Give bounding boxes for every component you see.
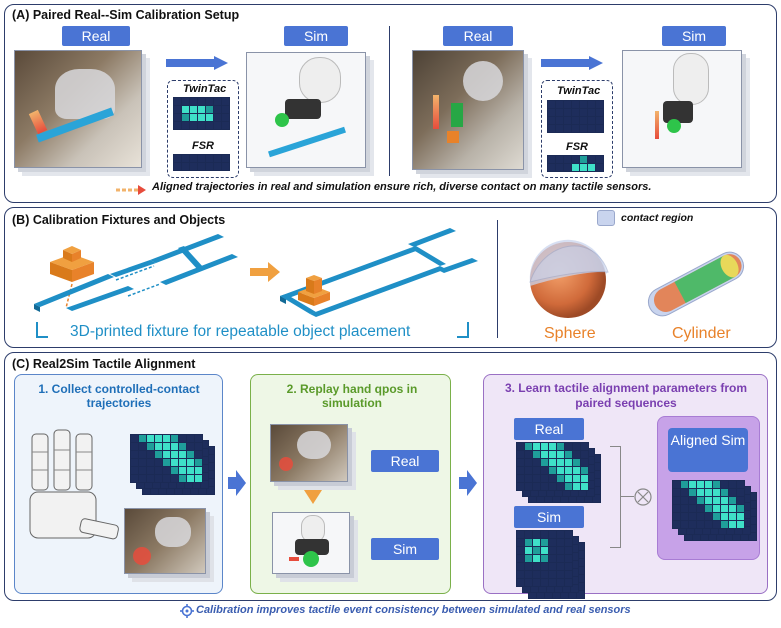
panel-a-title: (A) Paired Real--Sim Calibration Setup bbox=[12, 8, 240, 22]
contact-region-legend-swatch bbox=[597, 210, 615, 226]
step2-sim-photo-stack bbox=[272, 512, 350, 574]
fixture-illustration bbox=[34, 228, 478, 317]
panel-b-title: (B) Calibration Fixtures and Objects bbox=[12, 213, 226, 227]
sim-photo-right bbox=[622, 50, 742, 168]
sim-photo-left bbox=[246, 52, 366, 168]
twintac-label-left: TwinTac bbox=[183, 83, 227, 95]
step2-title: 2. Replay hand qpos in simulation bbox=[286, 382, 418, 410]
fsr-label-left: FSR bbox=[192, 140, 214, 152]
twintac-grid-right bbox=[547, 100, 604, 133]
twintac-label-right: TwinTac bbox=[557, 85, 601, 97]
step3-title: 3. Learn tactile alignment parameters fr… bbox=[504, 381, 748, 410]
fixture-assembled bbox=[280, 228, 478, 317]
fixture-bracket-left bbox=[36, 322, 48, 338]
trajectory-arrow-icon bbox=[116, 182, 146, 195]
fsr-label-right: FSR bbox=[566, 141, 588, 153]
sphere-label: Sphere bbox=[544, 325, 596, 342]
tensor-product-icon bbox=[634, 488, 652, 506]
contact-region-legend-label: contact region bbox=[621, 212, 694, 224]
flow-arrow-1 bbox=[228, 470, 246, 496]
twintac-grid-left bbox=[173, 97, 230, 130]
real-photo-left bbox=[14, 50, 142, 168]
step2-real-tag: Real bbox=[371, 450, 439, 472]
arrow-real-to-sim-right bbox=[541, 56, 603, 70]
panel-a-caption: Aligned trajectories in real and simulat… bbox=[152, 181, 652, 193]
panel-b bbox=[4, 207, 777, 348]
aligned-sim-tag: Aligned Sim bbox=[668, 428, 748, 472]
fixture-bracket-right bbox=[457, 322, 469, 338]
step3-sim-tag: Sim bbox=[514, 506, 584, 528]
flow-arrow-2 bbox=[459, 470, 477, 496]
fsr-grid-right bbox=[547, 155, 604, 172]
pairing-connector bbox=[620, 496, 634, 497]
panel-a-divider bbox=[389, 26, 390, 176]
fsr-grid-left bbox=[173, 154, 230, 171]
panel-b-divider bbox=[497, 220, 498, 338]
real-tag-left: Real bbox=[62, 26, 130, 46]
gear-icon bbox=[180, 604, 194, 618]
step2-sim-tag: Sim bbox=[371, 538, 439, 560]
cylinder-illustration bbox=[647, 251, 745, 317]
real-photo-right bbox=[412, 50, 524, 170]
replay-down-arrow bbox=[304, 490, 322, 504]
step2-real-photo-stack bbox=[270, 424, 348, 482]
fixture-parts bbox=[34, 234, 238, 312]
pairing-bracket bbox=[610, 446, 621, 548]
hand-model-illustration bbox=[29, 429, 119, 540]
cylinder-label: Cylinder bbox=[672, 325, 731, 342]
sim-tag-left: Sim bbox=[284, 26, 348, 46]
step1-title: 1. Collect controlled-contact trajectori… bbox=[38, 382, 200, 410]
step1-real-photo-stack bbox=[124, 508, 206, 574]
assemble-arrow bbox=[250, 262, 280, 282]
real-tag-right: Real bbox=[443, 26, 513, 46]
footer-text: Calibration improves tactile event consi… bbox=[196, 604, 631, 616]
arrow-real-to-sim-left bbox=[166, 56, 228, 70]
fixture-caption: 3D-printed fixture for repeatable object… bbox=[70, 323, 411, 340]
step3-real-tag: Real bbox=[514, 418, 584, 440]
sim-tag-right: Sim bbox=[662, 26, 726, 46]
panel-c-title: (C) Real2Sim Tactile Alignment bbox=[12, 357, 196, 371]
sphere-illustration bbox=[529, 239, 609, 318]
